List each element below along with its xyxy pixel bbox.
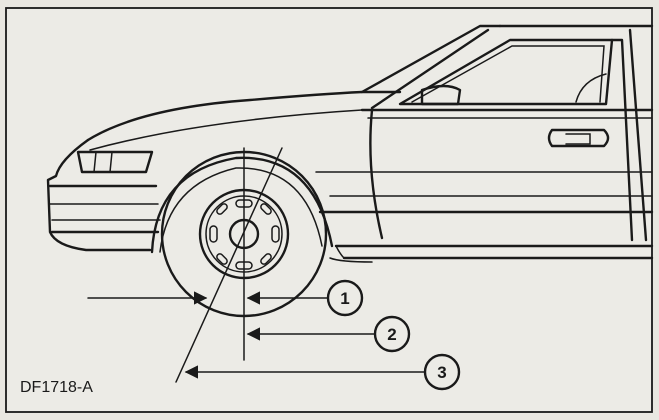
steering-axis-line (175, 147, 283, 383)
callout-1: 1 (326, 279, 364, 317)
callout-arrows (87, 291, 425, 379)
svg-text:3: 3 (437, 363, 446, 382)
car-body (46, 24, 654, 263)
alignment-lines (175, 147, 283, 383)
svg-text:1: 1 (340, 289, 349, 308)
svg-text:2: 2 (387, 325, 396, 344)
callout-2: 2 (373, 315, 411, 353)
callout-3: 3 (423, 353, 461, 391)
figure-frame (5, 7, 653, 413)
figure-id-label: DF1718-A (20, 379, 93, 396)
